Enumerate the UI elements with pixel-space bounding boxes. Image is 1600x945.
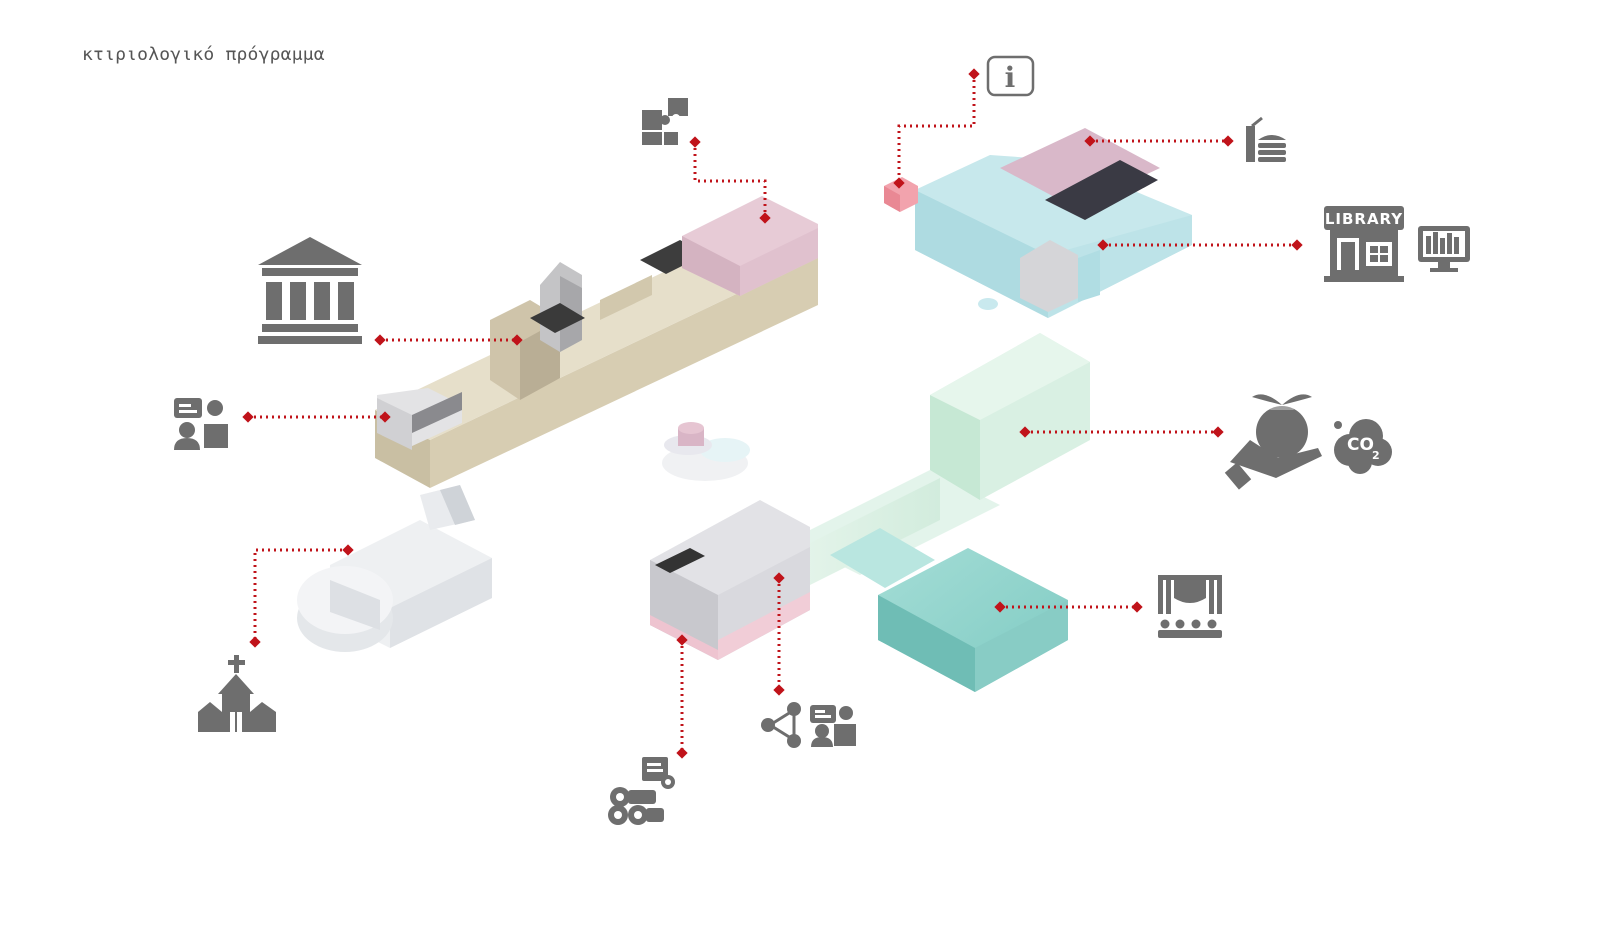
green-hall-building bbox=[790, 333, 1090, 585]
museum-building bbox=[375, 196, 818, 488]
museum-icon bbox=[258, 237, 362, 344]
info-icon: i bbox=[986, 55, 1035, 97]
theater-icon bbox=[1158, 575, 1222, 638]
teal-hall-building bbox=[830, 528, 1068, 692]
church-building bbox=[297, 485, 492, 652]
info-glyph: i bbox=[1005, 61, 1016, 94]
co2-icon: CO 2 bbox=[1334, 419, 1392, 474]
church-icon bbox=[198, 655, 276, 732]
co2-subscript: 2 bbox=[1372, 449, 1380, 462]
food-icon bbox=[1246, 116, 1286, 162]
environment-icon bbox=[1224, 388, 1322, 490]
archive-settings-icon bbox=[608, 757, 675, 825]
library-building bbox=[884, 128, 1192, 318]
digital-library-icon bbox=[1418, 226, 1470, 272]
leader-info bbox=[897, 74, 976, 183]
meeting-icon bbox=[810, 705, 856, 747]
page-title: κτιριολογικό πρόγραμμα bbox=[82, 44, 325, 65]
library-sign: LIBRARY bbox=[1325, 210, 1403, 228]
co2-text: CO bbox=[1347, 435, 1374, 455]
grey-entrance-building bbox=[650, 500, 810, 660]
library-icon: LIBRARY bbox=[1324, 206, 1404, 282]
leader-puzzle bbox=[693, 142, 767, 218]
leader-endpoints bbox=[242, 68, 1303, 759]
leader-lines bbox=[248, 74, 1297, 753]
network-icon bbox=[761, 702, 801, 748]
pavilion bbox=[662, 422, 750, 481]
presentation-icon bbox=[174, 398, 228, 450]
leader-church bbox=[253, 548, 348, 642]
puzzle-icon bbox=[642, 98, 688, 145]
